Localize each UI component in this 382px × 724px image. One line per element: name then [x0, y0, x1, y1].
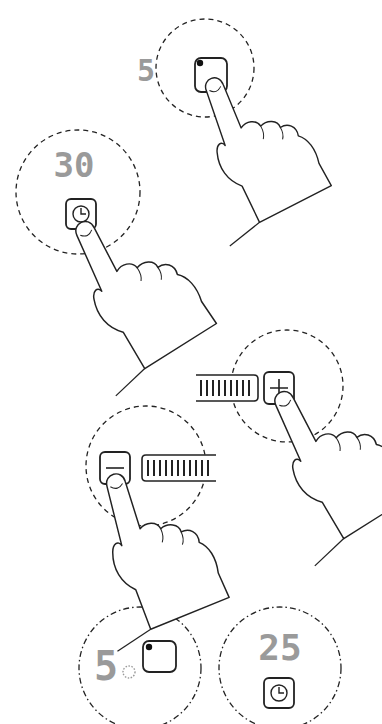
minus-symbol — [106, 467, 124, 469]
pointing-hand — [174, 52, 339, 246]
timer-indicator-dot — [123, 666, 135, 678]
slider-bar — [142, 455, 216, 481]
clock-symbol — [271, 685, 287, 701]
minus-button — [100, 452, 130, 484]
clock-hands — [81, 208, 86, 214]
zone-button — [195, 58, 227, 92]
pointing-hand — [242, 359, 382, 566]
dashed-circle — [79, 607, 201, 724]
pointing-hand — [73, 454, 235, 652]
slider-ticks — [148, 460, 208, 476]
dashed-circle — [219, 607, 341, 724]
timer-button — [66, 199, 96, 229]
display-digits: 5 — [94, 646, 118, 686]
display-callout: 30 — [15, 129, 141, 255]
clock-symbol — [73, 206, 89, 222]
display-callout: 25 — [218, 606, 342, 724]
plus-symbol — [270, 379, 288, 397]
display-digits: 25 — [258, 630, 301, 666]
dashed-circle — [156, 19, 254, 117]
pointing-hand — [43, 189, 226, 396]
display-digits: 30 — [54, 148, 95, 182]
circle-outline — [155, 18, 255, 118]
display-callout: 5 — [155, 18, 255, 118]
plus-button — [264, 372, 294, 404]
slider-ticks — [201, 380, 249, 396]
zone-button — [143, 641, 176, 672]
dashed-circle — [16, 130, 140, 254]
timer-button — [264, 678, 294, 708]
display-digits: 5 — [137, 56, 155, 86]
slider-bar — [196, 375, 258, 401]
clock-hands — [279, 687, 284, 693]
zone-dot — [146, 644, 152, 650]
dashed-circle — [231, 330, 343, 442]
display-callout: 5 — [78, 606, 202, 724]
zone-dot — [197, 60, 203, 66]
dashed-circle — [86, 406, 206, 526]
